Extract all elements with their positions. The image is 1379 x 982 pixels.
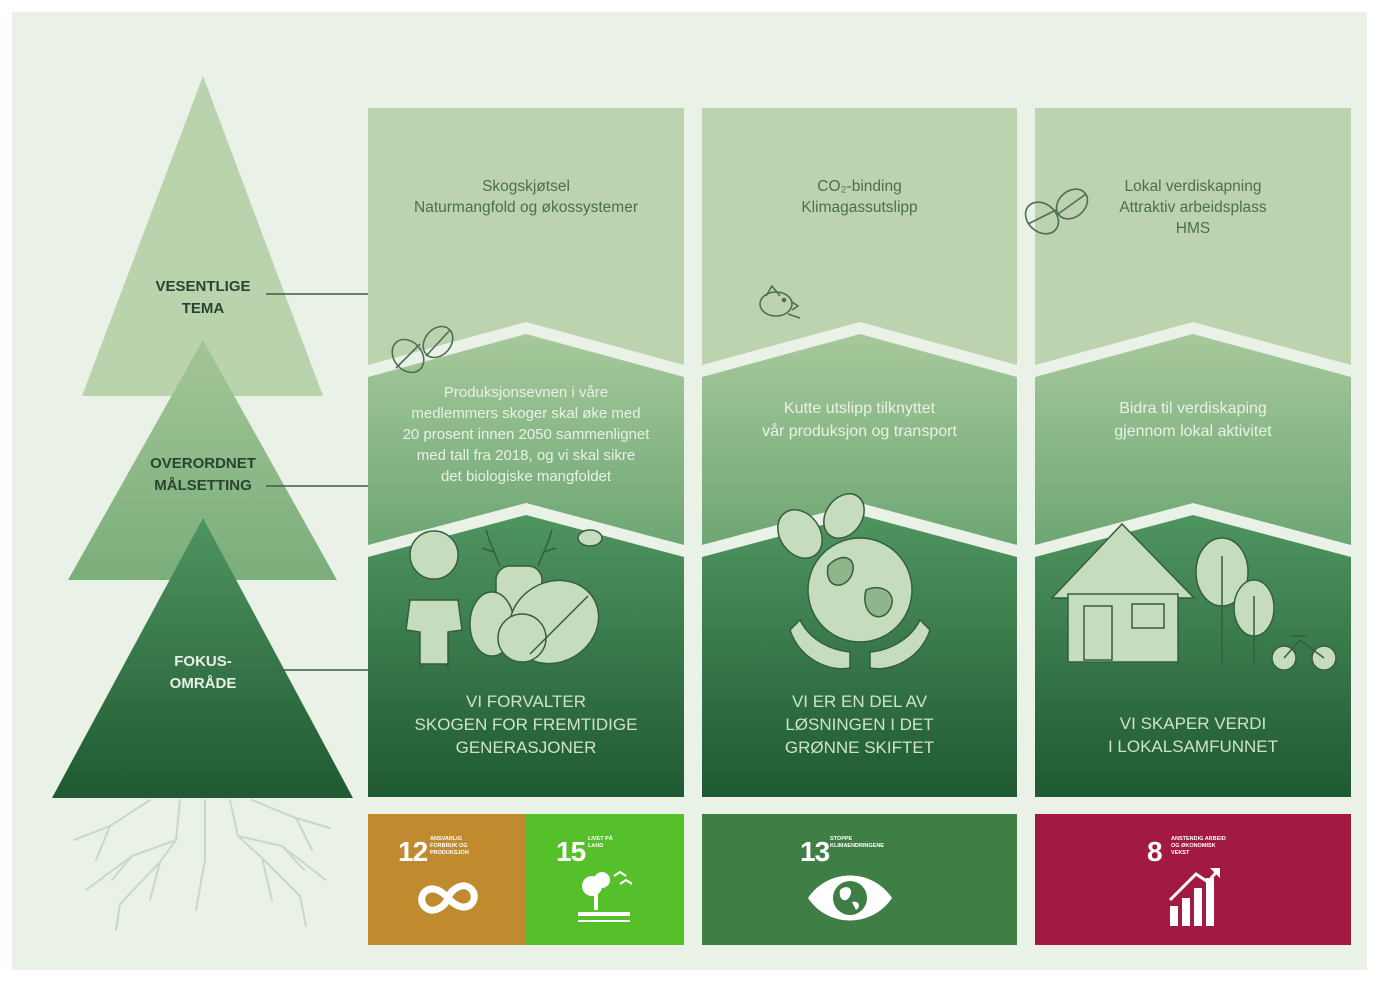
theme-item: Attraktiv arbeidsplass <box>1119 199 1267 216</box>
column-1-themes: Skogskjøtsel Naturmangfold og økossystem… <box>368 176 684 218</box>
column-1-goal: Produksjonsevnen i våre medlemmers skoge… <box>368 382 684 487</box>
level-label-goal-text: OVERORDNET MÅLSETTING <box>150 455 256 494</box>
focus-line: VI ER EN DEL AV <box>791 692 928 711</box>
sdg-tile-15: 15 LIVET PÅ LAND <box>526 814 684 945</box>
column-2-goal: Kutte utslipp tilknyttet vår produksjon … <box>702 397 1017 443</box>
column-2-themes: CO₂-binding Klimagassutslipp <box>702 176 1017 218</box>
sdg-tile-8: 8 ANSTENDIG ARBEID OG ØKONOMISK VEKST <box>1035 814 1351 945</box>
goal-line: med tall fra 2018, og vi skal sikre <box>416 447 636 464</box>
focus-line: VI FORVALTER <box>466 692 586 711</box>
column-1-focus: VI FORVALTER SKOGEN FOR FREMTIDIGE GENER… <box>368 690 684 759</box>
goal-line: vår produksjon og transport <box>762 423 957 440</box>
goal-line: medlemmers skoger skal øke med <box>411 405 641 422</box>
theme-item: Skogskjøtsel <box>482 178 570 195</box>
level-label-focus-text: FOKUS- OMRÅDE <box>169 653 237 692</box>
sdg-title: STOPPE KLIMAENDRINGENE <box>830 836 885 849</box>
sdg-tile-12: 12 ANSVARLIG FORBRUK OG PRODUKSJON <box>368 814 526 945</box>
sdg-number: 12 <box>398 836 428 867</box>
level-label-theme-text: VESENTLIGE TEMA <box>155 278 251 317</box>
level-label-focus: FOKUS- OMRÅDE <box>103 651 303 695</box>
focus-line: I LOKALSAMFUNNET <box>1107 737 1279 756</box>
goal-line: gjennom lokal aktivitet <box>1114 423 1272 440</box>
level-label-goal: OVERORDNET MÅLSETTING <box>103 453 303 497</box>
column-3-goal: Bidra til verdiskaping gjennom lokal akt… <box>1035 397 1351 443</box>
goal-line: Produksjonsevnen i våre <box>443 384 609 401</box>
goal-line: Kutte utslipp tilknyttet <box>783 400 936 417</box>
sdg-title: LIVET PÅ LAND <box>588 836 613 849</box>
theme-item: Lokal verdiskapning <box>1124 178 1262 195</box>
column-3-themes: Lokal verdiskapning Attraktiv arbeidspla… <box>1035 176 1351 239</box>
focus-line: GRØNNE SKIFTET <box>784 738 935 757</box>
sdg-number: 13 <box>800 836 830 867</box>
sdg-title: ANSTENDIG ARBEID OG ØKONOMISK VEKST <box>1171 836 1226 856</box>
goal-line: det biologiske mangfoldet <box>440 468 612 485</box>
focus-line: SKOGEN FOR FREMTIDIGE <box>414 715 638 734</box>
theme-item: CO₂-binding <box>817 178 902 195</box>
sdg-tile-13: 13 STOPPE KLIMAENDRINGENE <box>702 814 1017 945</box>
focus-line: VI SKAPER VERDI <box>1119 714 1267 733</box>
goal-line: Bidra til verdiskaping <box>1119 400 1267 417</box>
goal-line: 20 prosent innen 2050 sammenlignet <box>402 426 650 443</box>
sdg-title: ANSVARLIG FORBRUK OG PRODUKSJON <box>430 836 469 856</box>
theme-item: Naturmangfold og økossystemer <box>414 199 638 216</box>
theme-item: HMS <box>1175 220 1211 237</box>
level-label-theme: VESENTLIGE TEMA <box>103 276 303 320</box>
sdg-number: 15 <box>556 836 586 867</box>
column-3-focus: VI SKAPER VERDI I LOKALSAMFUNNET <box>1035 712 1351 758</box>
focus-line: LØSNINGEN I DET <box>785 715 934 734</box>
focus-line: GENERASJONER <box>455 738 597 757</box>
sdg-number: 8 <box>1147 836 1163 867</box>
column-2-focus: VI ER EN DEL AV LØSNINGEN I DET GRØNNE S… <box>702 690 1017 759</box>
theme-item: Klimagassutslipp <box>801 199 918 216</box>
